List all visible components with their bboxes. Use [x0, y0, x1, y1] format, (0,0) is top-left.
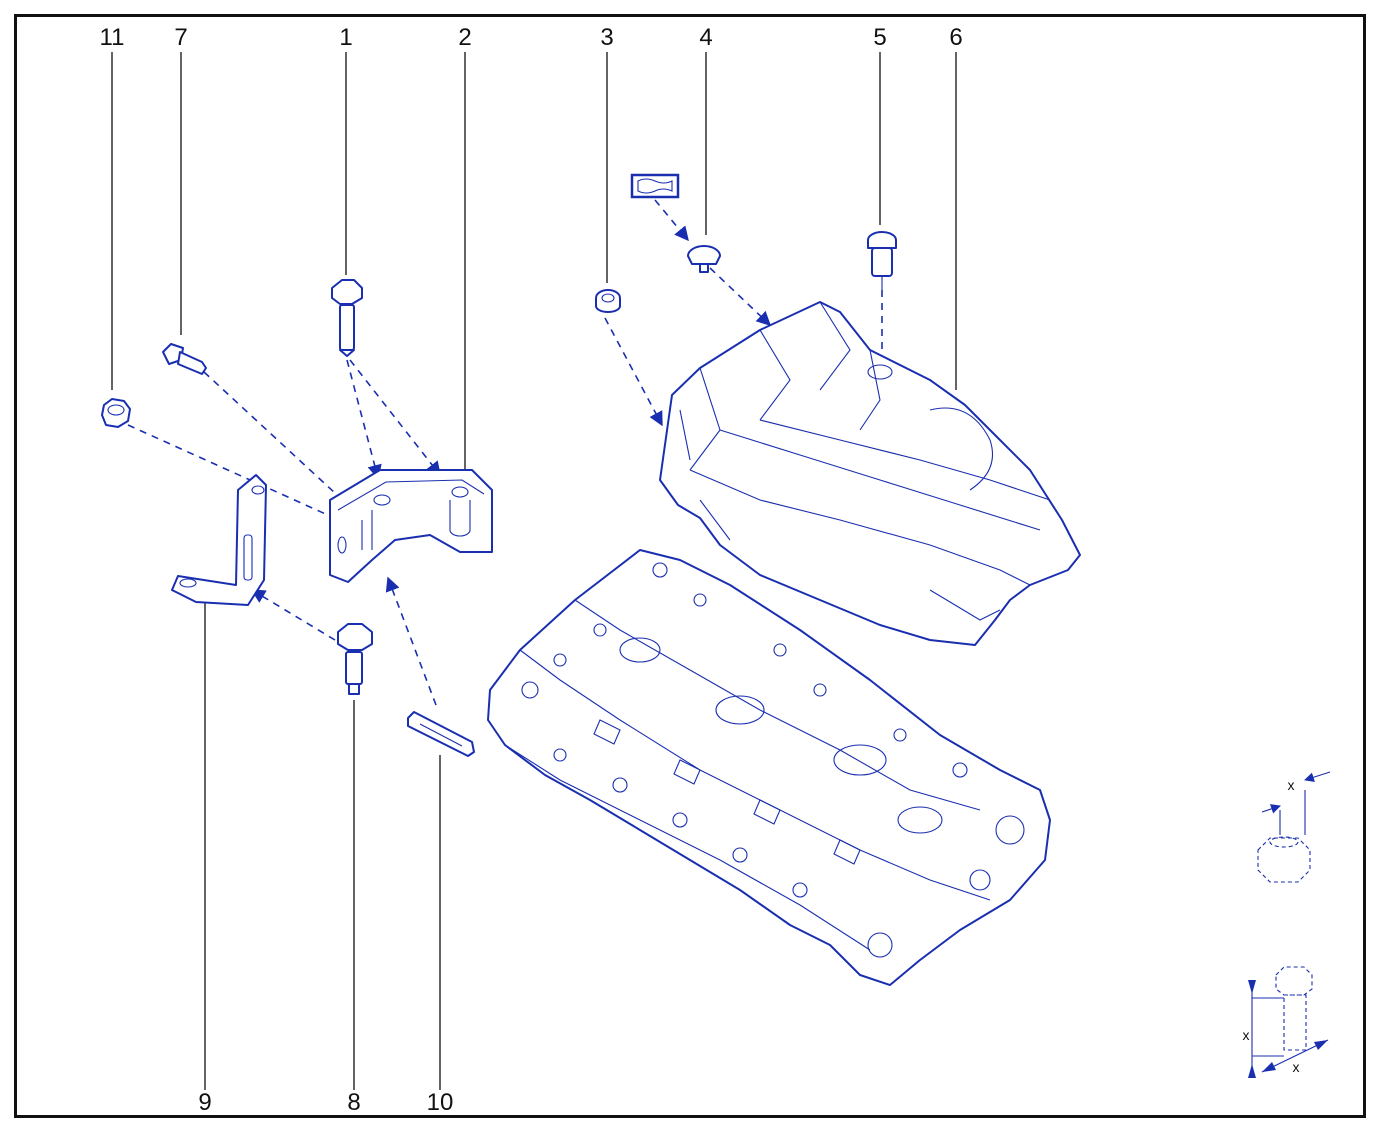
bolt-length-label: x — [1243, 1027, 1250, 1043]
part-6-engine-cover — [659, 301, 1081, 646]
nut-dimension-label: x — [1288, 777, 1295, 793]
seal-symbol — [630, 173, 680, 199]
assembly-lines — [127, 199, 883, 706]
part-1-bolt — [331, 279, 363, 357]
part-8-bolt — [337, 623, 373, 695]
part-3-grommet — [595, 289, 621, 313]
callout-5: 5 — [873, 24, 886, 51]
part-11-nut — [101, 398, 131, 428]
diagram-frame — [14, 14, 1366, 1118]
part-10-stud — [407, 711, 475, 757]
part-4-clip — [687, 245, 721, 273]
callout-7: 7 — [174, 24, 187, 51]
cylinder-head — [487, 549, 1051, 986]
callout-9: 9 — [198, 1089, 211, 1116]
callout-10: 10 — [427, 1089, 454, 1116]
part-2-bracket — [329, 469, 493, 583]
callout-1: 1 — [339, 24, 352, 51]
callout-4: 4 — [699, 24, 712, 51]
leader-lines — [111, 52, 957, 1090]
callout-2: 2 — [458, 24, 471, 51]
part-9-stay — [171, 474, 267, 606]
callout-8: 8 — [347, 1089, 360, 1116]
callout-6: 6 — [949, 24, 962, 51]
bolt-diameter-label: x — [1293, 1059, 1300, 1075]
part-5-fastener — [867, 231, 897, 290]
nut-dimension-symbol: x — [1257, 771, 1331, 883]
part-7-bolt — [162, 343, 207, 375]
callout-11: 11 — [100, 24, 125, 51]
bolt-dimension-symbol: x x — [1243, 966, 1329, 1078]
callout-3: 3 — [600, 24, 613, 51]
